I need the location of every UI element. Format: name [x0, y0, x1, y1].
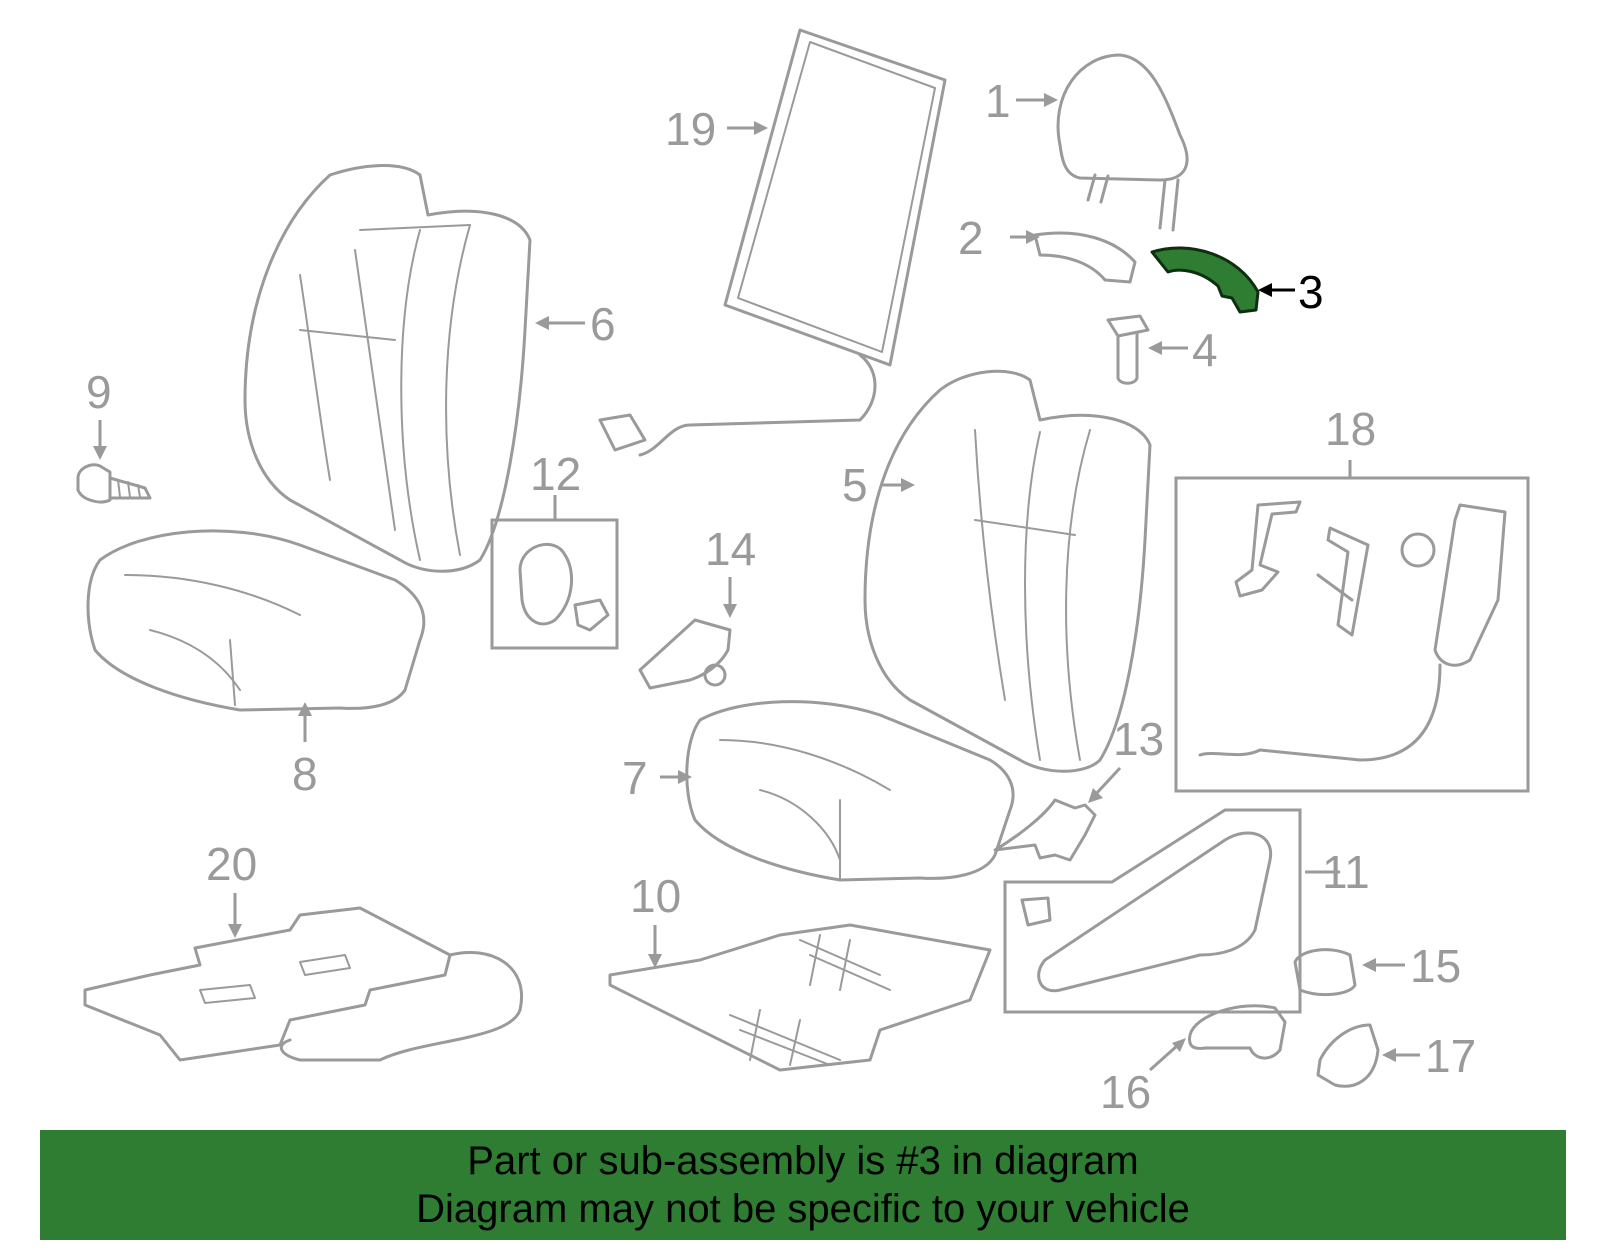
- part-7-seat-cushion: [685, 700, 1015, 882]
- callout-8: 8: [292, 748, 318, 800]
- callout-2: 2: [958, 212, 984, 264]
- callout-4: 4: [1192, 324, 1218, 376]
- callout-17: 17: [1425, 1030, 1476, 1082]
- callout-3: 3: [1298, 266, 1324, 318]
- part-3-highlighted-guide-cover: [1150, 246, 1260, 314]
- callout-20: 20: [206, 838, 257, 890]
- callout-15: 15: [1410, 940, 1461, 992]
- callout-13: 13: [1113, 713, 1164, 765]
- callout-1: 1: [985, 75, 1011, 127]
- callout-6: 6: [590, 298, 616, 350]
- part-6-seat-back-cover: [243, 164, 532, 573]
- part-17-cap: [1316, 1023, 1380, 1088]
- part-20-mat-harness: [83, 906, 523, 1062]
- part-4-post: [1106, 314, 1150, 385]
- callout-18: 18: [1325, 403, 1376, 455]
- callout-12: 12: [530, 448, 581, 500]
- part-9-bolt: [76, 463, 152, 504]
- callout-19: 19: [665, 103, 716, 155]
- part-15-knob: [1293, 948, 1357, 997]
- part-11-side-trim: [1003, 808, 1302, 1014]
- seat-parts-diagram: 1 2 3 4 5 6 7 8 9 10 11 12 13 14 15 16 1…: [76, 28, 1530, 1118]
- callout-9: 9: [86, 366, 112, 418]
- part-8-seat-cushion-cover: [86, 529, 426, 712]
- banner-line-disclaimer: Diagram may not be specific to your vehi…: [416, 1187, 1190, 1231]
- callout-labels: 1 2 3 4 5 6 7 8 9 10 11 12 13 14 15 16 1…: [86, 75, 1476, 1118]
- leader-lines: [93, 93, 1420, 1072]
- callout-10: 10: [630, 870, 681, 922]
- part-19-back-panel: [598, 28, 947, 457]
- info-banner: Part or sub-assembly is #3 in diagram Di…: [40, 1130, 1566, 1240]
- part-2-headrest-guide: [1033, 231, 1137, 284]
- part-5-seat-back: [863, 369, 1152, 773]
- part-12-boxed-cover: [490, 518, 619, 650]
- part-10-mat: [608, 923, 992, 1072]
- callout-11: 11: [1322, 846, 1370, 898]
- part-13-hinge-bracket: [993, 798, 1097, 862]
- callout-5: 5: [842, 459, 868, 511]
- part-18-boxed-assembly: [1174, 476, 1530, 793]
- part-14-bracket: [638, 618, 732, 690]
- part-16-handle: [1188, 1004, 1287, 1060]
- part-1-headrest: [1056, 53, 1189, 232]
- callout-7: 7: [622, 752, 648, 804]
- callout-14: 14: [705, 523, 756, 575]
- banner-line-part-info: Part or sub-assembly is #3 in diagram: [467, 1139, 1139, 1183]
- callout-16: 16: [1100, 1066, 1151, 1118]
